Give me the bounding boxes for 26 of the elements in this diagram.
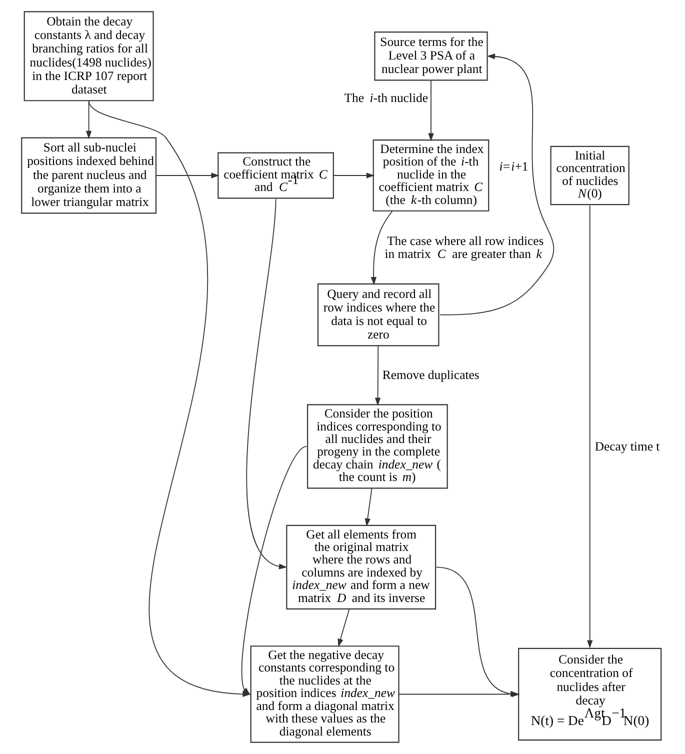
arrow bbox=[86, 100, 92, 140]
node-box: Get the negative decay constants corresponding to the nuclides at the position indices index_new and form a diagonal matrix with these values as the diagonal elements bbox=[250, 646, 400, 743]
arrow bbox=[156, 172, 220, 178]
node-box: Sort all sub-nuclei positions indexed behind the parent nucleus and organize them into a lower triangular matrix bbox=[21, 137, 157, 214]
edge-label: Remove duplicates bbox=[382, 368, 480, 382]
node-box: Source terms for the Level 3 PSA of a nuclear power plant bbox=[374, 32, 488, 81]
arrow bbox=[242, 446, 308, 696]
arrow bbox=[338, 608, 350, 648]
arrow bbox=[246, 198, 288, 570]
arrow bbox=[440, 54, 554, 316]
node-box: Get all elements from the original matrix where the rows and columns are indexed by index_new and form a new matrix D and its inverse bbox=[286, 524, 436, 610]
arrow bbox=[374, 345, 381, 406]
node-box: Query and record all row indices where the data is not equal to zero bbox=[317, 283, 440, 346]
arrow bbox=[364, 488, 372, 527]
edge-label: The i-th nuclide bbox=[344, 90, 428, 105]
arrow bbox=[370, 210, 393, 286]
edge-label: i=i+1 bbox=[499, 159, 528, 174]
edge-label: Decay time t bbox=[594, 439, 660, 454]
node-box: Determine the index position of the i-th nuclide in the coefficient matrix C (the k-th column) bbox=[372, 140, 490, 212]
edge-label: The case where all row indices in matrix C are greater than k bbox=[384, 234, 544, 261]
arrow bbox=[586, 204, 593, 648]
node-box: Obtain the decay constants λ and decay branching ratios for all nuclides(1498 nuclides) in the ICRP 107 report dataset bbox=[24, 11, 154, 102]
arrow bbox=[333, 172, 375, 178]
node-box: Consider the position indices corresponding to all nuclides and their progeny in the complete decay chain index_new ( the count is m) bbox=[307, 404, 448, 489]
node-box: Initial concentration of nuclides N(0) bbox=[550, 146, 630, 206]
arrow bbox=[428, 80, 434, 142]
